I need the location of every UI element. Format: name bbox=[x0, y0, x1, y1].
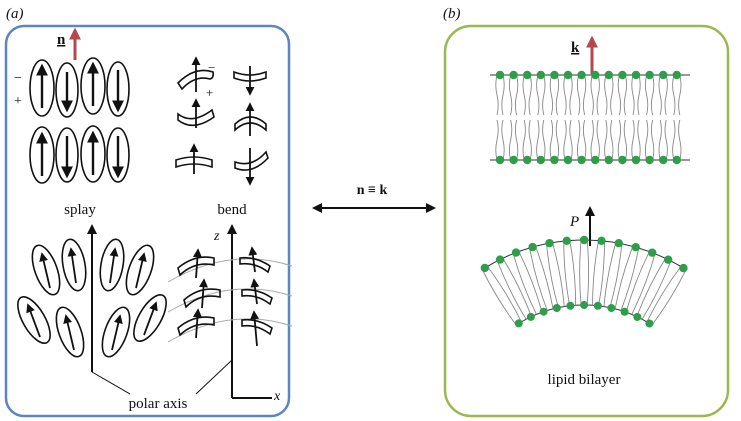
lipid-bilayer-label: lipid bilayer bbox=[548, 372, 621, 388]
lipid-head bbox=[577, 70, 586, 80]
lipid-head bbox=[495, 70, 505, 80]
lipid-head bbox=[480, 263, 490, 273]
lipid-head bbox=[528, 242, 537, 252]
lipid-head bbox=[645, 70, 654, 80]
lipid-head bbox=[563, 155, 573, 165]
polar-bend-structure bbox=[167, 224, 293, 399]
minus-sign: − bbox=[14, 71, 22, 86]
lipid-head bbox=[580, 301, 589, 310]
lipid-head bbox=[620, 307, 629, 316]
lipid-head bbox=[523, 70, 532, 80]
lipid-head bbox=[495, 155, 505, 165]
panel-b-frame bbox=[443, 24, 730, 418]
curved-lipid-bilayer bbox=[480, 235, 688, 328]
p-label: P bbox=[569, 214, 579, 230]
lipid-head bbox=[563, 70, 573, 80]
lipid-head bbox=[659, 155, 668, 165]
panel-a-label: (a) bbox=[6, 6, 24, 22]
lipid-head bbox=[631, 70, 641, 80]
k-label: k bbox=[571, 40, 580, 56]
splay-molecules bbox=[29, 57, 130, 184]
lipid-head bbox=[618, 155, 627, 165]
lipid-head bbox=[648, 248, 657, 257]
flat-lipid-bilayer bbox=[490, 70, 690, 165]
lipid-head bbox=[618, 70, 627, 80]
plus-sign: + bbox=[14, 94, 22, 109]
lipid-head bbox=[679, 263, 688, 273]
lipid-head bbox=[645, 319, 654, 328]
bend-minus-sign: − bbox=[208, 60, 215, 75]
lipid-head bbox=[633, 312, 642, 321]
z-axis-label: z bbox=[213, 229, 220, 244]
lipid-head bbox=[511, 248, 521, 257]
lipid-head bbox=[536, 155, 545, 165]
director-n-label: n bbox=[57, 32, 66, 48]
panel-a-frame bbox=[4, 24, 291, 418]
lipid-head bbox=[550, 70, 559, 80]
panel-b-label: (b) bbox=[443, 6, 461, 22]
lipid-head bbox=[577, 155, 586, 165]
bend-molecules bbox=[175, 56, 269, 186]
lipid-head bbox=[562, 236, 571, 245]
lipid-head bbox=[614, 239, 623, 248]
bend-label: bend bbox=[217, 202, 247, 218]
lipid-head bbox=[526, 312, 535, 321]
lipid-head bbox=[607, 304, 616, 313]
lipid-head bbox=[659, 70, 668, 80]
lipid-head bbox=[591, 70, 600, 80]
lipid-head bbox=[631, 242, 640, 252]
lipid-head bbox=[591, 155, 600, 165]
lipid-head bbox=[566, 301, 575, 310]
splay-label: splay bbox=[64, 202, 96, 218]
lipid-head bbox=[631, 155, 641, 165]
lipid-head bbox=[536, 70, 545, 80]
lipid-head bbox=[672, 70, 681, 80]
polar-axis-pointers bbox=[91, 359, 233, 395]
lipid-head bbox=[495, 255, 505, 264]
polar-axis-label: polar axis bbox=[129, 396, 188, 412]
lipid-head bbox=[523, 155, 532, 165]
lipid-head bbox=[604, 70, 613, 80]
lipid-head bbox=[579, 235, 589, 245]
polar-splay-fan bbox=[17, 224, 167, 372]
lipid-head bbox=[545, 238, 554, 248]
equivalence-label: n ≡ k bbox=[357, 183, 388, 198]
lipid-head bbox=[552, 303, 561, 312]
lipid-head bbox=[604, 155, 613, 165]
lipid-head bbox=[597, 236, 606, 246]
lipid-head bbox=[509, 155, 518, 165]
lipid-head bbox=[509, 70, 518, 80]
lipid-head bbox=[550, 155, 559, 165]
x-axis-label: x bbox=[273, 389, 281, 404]
bend-plus-sign: + bbox=[206, 85, 213, 100]
lipid-head bbox=[593, 301, 602, 310]
lipid-head bbox=[645, 155, 654, 165]
lipid-head bbox=[672, 155, 681, 165]
lipid-head bbox=[539, 307, 548, 316]
lipid-head bbox=[664, 255, 673, 264]
lipid-head bbox=[514, 319, 523, 328]
